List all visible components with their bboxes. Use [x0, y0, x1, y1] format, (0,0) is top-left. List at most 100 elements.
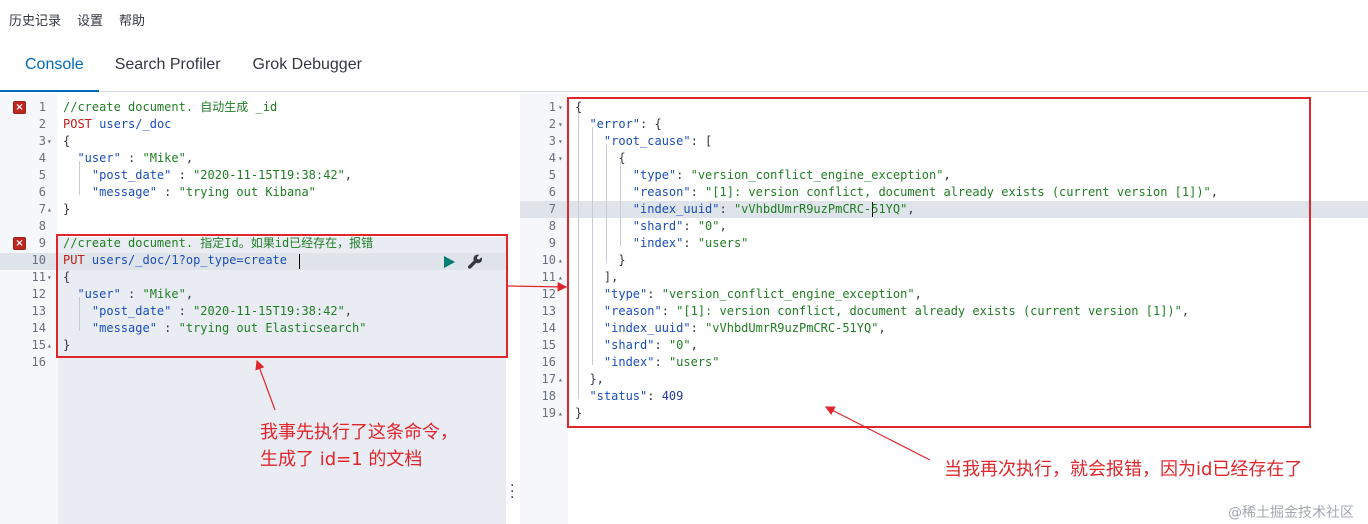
code-token: "index" [632, 236, 684, 250]
fold-open-icon[interactable]: ▾ [558, 103, 563, 112]
code-line: 7▴} [0, 201, 506, 218]
response-gutter [520, 93, 568, 524]
line-number: 7 [548, 202, 556, 216]
code-token: , [185, 151, 194, 165]
pane-resize-handle[interactable]: ··· [510, 478, 515, 506]
fold-close-icon[interactable]: ▴ [558, 375, 563, 384]
tab-console[interactable]: Console [0, 44, 99, 92]
code-token: "post_date" [91, 304, 172, 318]
code-token: }, [575, 372, 604, 386]
code-token [63, 185, 92, 199]
fold-open-icon[interactable]: ▾ [47, 273, 52, 282]
code-token: "reason" [632, 185, 691, 199]
code-token: users/_doc/1?op_type=create [91, 253, 287, 267]
code-token: "type" [632, 168, 677, 182]
line-code: "root_cause": [ [575, 133, 712, 150]
code-line: 11▴ ], [520, 269, 1368, 286]
fold-open-icon[interactable]: ▾ [558, 120, 563, 129]
menu-history[interactable]: 历史记录 [9, 13, 62, 29]
menu-help[interactable]: 帮助 [119, 13, 146, 29]
line-code: POST users/_doc [63, 116, 171, 133]
line-code: } [575, 252, 625, 269]
code-line: 10▴ } [520, 252, 1368, 269]
line-code: ], [575, 269, 618, 286]
play-icon[interactable] [444, 255, 455, 268]
code-token: { [575, 100, 583, 114]
code-token: } [63, 338, 71, 352]
code-line: 3▾ { [0, 133, 506, 150]
code-token: , [690, 338, 698, 352]
code-line: 18 "status": 409 [520, 388, 1368, 405]
code-token: "[1]: version conflict, document already… [676, 304, 1182, 318]
code-line: 16 [0, 354, 506, 371]
line-code: "user" : "Mike", [63, 286, 193, 303]
code-token: "index" [603, 355, 655, 369]
annotation-left: 我事先执行了这条命令， 生成了 id=1 的文档 [260, 422, 458, 470]
line-number: 14 [31, 321, 46, 335]
indent-guide [79, 297, 80, 331]
current-request-highlight [58, 237, 506, 524]
code-token: //create document. 指定Id。如果id已经存在，报错 [63, 236, 374, 250]
code-line: 14 "index_uuid": "vVhbdUmrR9uzPmCRC-51YQ… [520, 320, 1368, 337]
fold-open-icon[interactable]: ▾ [47, 137, 52, 146]
wrench-icon[interactable] [467, 254, 483, 270]
tab-grok-debugger[interactable]: Grok Debugger [252, 56, 362, 73]
code-token: , [1210, 185, 1219, 199]
error-x-icon[interactable]: × [13, 101, 26, 114]
code-token: "message" [91, 321, 157, 335]
line-number: 9 [38, 236, 46, 250]
code-token: , [907, 202, 915, 216]
line-code: "shard": "0", [575, 337, 698, 354]
line-number: 14 [541, 321, 556, 335]
code-token: "2020-11-15T19:38:42" [193, 304, 345, 318]
code-token: "index_uuid" [632, 202, 720, 216]
code-token: , [344, 168, 353, 182]
line-code: "message" : "trying out Kibana" [63, 184, 316, 201]
dev-tools-tabs: Console Search Profiler Grok Debugger [0, 44, 1368, 92]
fold-open-icon[interactable]: ▾ [558, 137, 563, 146]
line-number: 3 [38, 134, 46, 148]
line-code: "index_uuid": "vVhbdUmrR9uzPmCRC-51YQ", [575, 201, 915, 218]
line-number: 6 [548, 185, 556, 199]
code-line: 12 "user" : "Mike", [0, 286, 506, 303]
code-line: 1▾{ [520, 99, 1368, 116]
request-highlight-box [56, 234, 508, 358]
code-token: "[1]: version conflict, document already… [705, 185, 1211, 199]
line-code: } [575, 405, 582, 422]
code-token: : [647, 389, 662, 403]
fold-close-icon[interactable]: ▴ [47, 341, 52, 350]
code-token: "index_uuid" [603, 321, 691, 335]
line-code: "message" : "trying out Elasticsearch" [63, 320, 367, 337]
fold-close-icon[interactable]: ▴ [558, 273, 563, 282]
error-x-icon[interactable]: × [13, 237, 26, 250]
line-code: } [63, 201, 70, 218]
code-token: "trying out Kibana" [178, 185, 316, 199]
code-token: "user" [77, 151, 121, 165]
active-line-highlight [0, 253, 506, 270]
text-cursor [872, 202, 873, 217]
tab-search-profiler[interactable]: Search Profiler [114, 56, 221, 73]
code-token: "0" [697, 219, 720, 233]
line-code: }, [575, 371, 604, 388]
line-number: 15 [541, 338, 556, 352]
code-token: } [575, 406, 583, 420]
code-token: : { [640, 117, 662, 131]
code-token: POST [63, 117, 92, 131]
line-number: 12 [31, 287, 46, 301]
code-line: 9 //create document. 指定Id。如果id已经存在，报错 [0, 235, 506, 252]
fold-close-icon[interactable]: ▴ [558, 409, 563, 418]
code-token: , [185, 287, 194, 301]
fold-open-icon[interactable]: ▾ [558, 154, 563, 163]
fold-close-icon[interactable]: ▴ [47, 205, 52, 214]
code-token: "Mike" [142, 287, 186, 301]
code-token: "reason" [603, 304, 662, 318]
fold-close-icon[interactable]: ▴ [558, 256, 563, 265]
code-token: : [171, 168, 194, 182]
menu-settings[interactable]: 设置 [77, 13, 104, 29]
request-gutter [0, 93, 58, 524]
line-code: { [63, 133, 70, 150]
line-code: "post_date" : "2020-11-15T19:38:42", [63, 303, 352, 320]
